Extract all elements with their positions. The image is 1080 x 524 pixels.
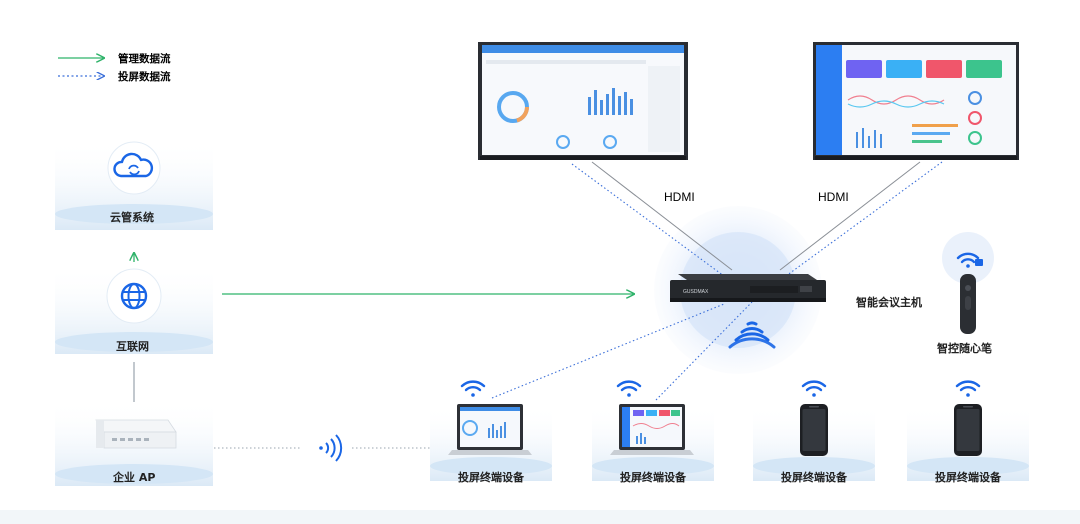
terminal-1-wifi-icon — [460, 380, 486, 397]
cast-line-laptop-2 — [655, 301, 753, 401]
laptop-1-icon — [448, 404, 532, 455]
ap-device-icon — [95, 419, 177, 449]
terminal-4-wifi-icon — [955, 380, 981, 397]
hdmi-right-label: HDMI — [818, 190, 849, 204]
hdmi-left-cable — [591, 161, 733, 271]
bottom-band — [0, 510, 1080, 524]
ap-label: 企业 AP — [113, 471, 156, 484]
legend-cast-label: 投屏数据流 — [118, 70, 171, 83]
phone-3-icon — [800, 404, 828, 456]
terminal-2-label: 投屏终端设备 — [620, 471, 686, 484]
cloud-sync-icon — [107, 141, 161, 195]
globe-icon — [106, 268, 162, 324]
pen-wifi-icon — [956, 252, 983, 268]
internet-label: 互联网 — [116, 340, 149, 353]
terminal-1-label: 投屏终端设备 — [458, 471, 524, 484]
host-brand-label: GUSDMAX — [683, 289, 709, 295]
phone-4-icon — [954, 404, 982, 456]
terminal-4-label: 投屏终端设备 — [935, 471, 1001, 484]
hdmi-left-label: HDMI — [664, 190, 695, 204]
cast-line-screen-left — [571, 163, 725, 277]
terminal-3-wifi-icon — [801, 380, 827, 397]
host-wifi-icon — [728, 321, 776, 349]
laptop-2-icon — [610, 404, 694, 455]
host-label: 智能会议主机 — [856, 296, 922, 309]
meeting-host-device: GUSDMAX — [670, 274, 826, 302]
wireless-signal-icon — [319, 434, 343, 462]
terminal-3-label: 投屏终端设备 — [781, 471, 847, 484]
cast-line-laptop-1 — [491, 303, 725, 399]
smart-pen — [942, 232, 994, 334]
legend-mgmt-label: 管理数据流 — [118, 52, 171, 65]
cloud-label: 云管系统 — [110, 211, 154, 224]
legend — [58, 58, 104, 76]
hdmi-right-cable — [779, 161, 921, 271]
pen-label: 智控随心笔 — [937, 342, 992, 355]
cast-line-screen-right — [785, 161, 943, 277]
right-display-screen — [813, 42, 1019, 160]
terminal-2-wifi-icon — [616, 380, 642, 397]
left-display-screen — [478, 42, 688, 160]
